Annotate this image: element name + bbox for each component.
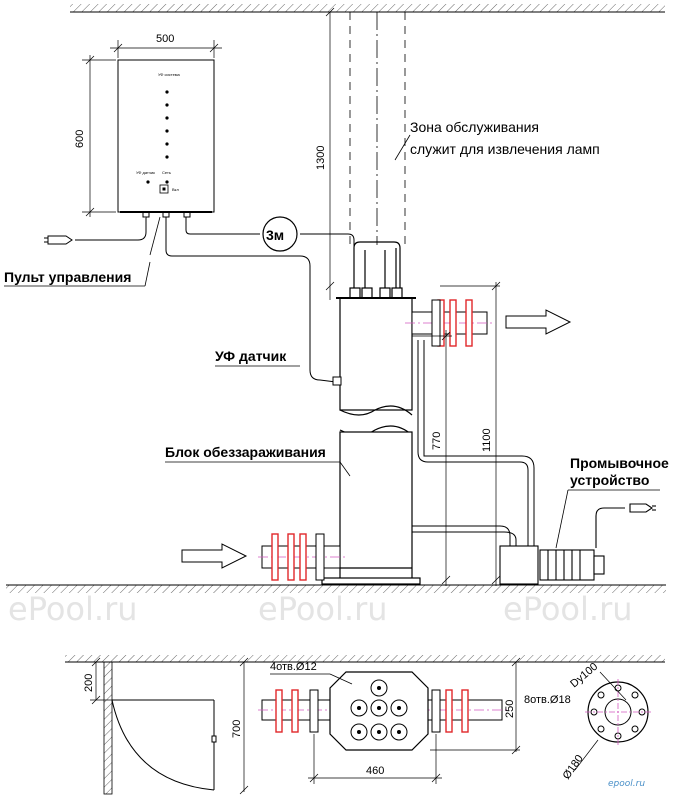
flush-device-label-2: устройство: [570, 472, 649, 488]
cable-length-label: 3м: [266, 227, 284, 243]
outlet-pipe: [405, 299, 492, 347]
holes-callout: [270, 673, 353, 685]
dim-250: [430, 657, 521, 755]
dim-flange-diameter: Ø180: [561, 753, 586, 782]
flange-detail: [574, 671, 651, 771]
ceiling: [70, 4, 665, 13]
power-switch: [159, 184, 169, 194]
cable-length-marker: [262, 216, 298, 252]
dim-1100: [440, 281, 501, 586]
service-zone: [349, 12, 411, 245]
dim-wall-gap: 200: [83, 674, 95, 692]
plan-wall: [65, 655, 665, 795]
epool-logo: epool.ru: [608, 779, 645, 789]
flush-device: [499, 503, 656, 585]
panel-left-label: УФ датчик: [136, 170, 155, 175]
uv-sensor-port: [332, 376, 342, 386]
watermark-text: ePool.ru: [8, 590, 138, 628]
dim-panel-height: 600: [74, 130, 86, 148]
cables: [165, 217, 355, 383]
watermark-text: ePool.ru: [258, 590, 388, 628]
panel-header: УФ система: [158, 72, 181, 77]
dim-pipe-dn: Dy100: [568, 661, 600, 691]
flush-device-label-1: Промывочное: [570, 455, 669, 471]
panel-door-swing: [111, 699, 217, 791]
control-panel-label: Пульт управления: [4, 269, 131, 285]
dim-service-height: 1300: [315, 146, 327, 170]
dim-200: [90, 657, 112, 705]
dim-460: [308, 734, 442, 784]
control-panel-callout: [4, 216, 161, 287]
outlet-arrow-icon: [505, 309, 572, 335]
floor: [6, 584, 666, 593]
plan-unit: [258, 671, 508, 751]
flush-lines: [412, 340, 535, 550]
panel-bottom-label: Вкл: [172, 187, 179, 192]
dim-panel-width: 500: [156, 33, 174, 45]
lamp-connectors: [349, 241, 403, 299]
dim-block-height: 250: [504, 700, 516, 718]
inlet-arrow-icon: [181, 543, 248, 569]
flush-device-callout: [555, 489, 660, 549]
dim-holes-top: 4отв.Ø12: [270, 661, 317, 673]
dim-unit-height: 1100: [481, 428, 493, 452]
dim-700: [239, 657, 249, 795]
panel-dimensions: [82, 40, 222, 217]
service-zone-label-1: Зона обслуживания: [410, 119, 539, 135]
indicator-lamps: [146, 90, 169, 184]
inlet-pipe: [258, 533, 345, 581]
watermark-layer: ePool.ru ePool.ru ePool.ru epool.ru: [8, 590, 645, 789]
disinfection-unit: [321, 297, 421, 585]
dim-770: [412, 330, 452, 586]
dim-clearance: 700: [231, 720, 243, 738]
dim-flange-spacing: 460: [366, 765, 384, 777]
unit-callout: [165, 461, 351, 477]
disinfection-unit-label: Блок обеззараживания: [165, 444, 326, 460]
dim-1300: [325, 7, 335, 300]
service-zone-label-2: служит для извлечения ламп: [410, 141, 600, 157]
watermark-text: ePool.ru: [503, 590, 633, 628]
dim-sensor-height: 770: [431, 432, 443, 450]
panel-right-label: Сеть: [162, 170, 171, 175]
uv-sensor-label: УФ датчик: [215, 348, 287, 364]
power-plug-icon: [44, 217, 147, 245]
control-panel: УФ система УФ датчик Сеть Вкл: [117, 59, 215, 218]
dim-holes-flange: 8отв.Ø18: [524, 694, 571, 706]
